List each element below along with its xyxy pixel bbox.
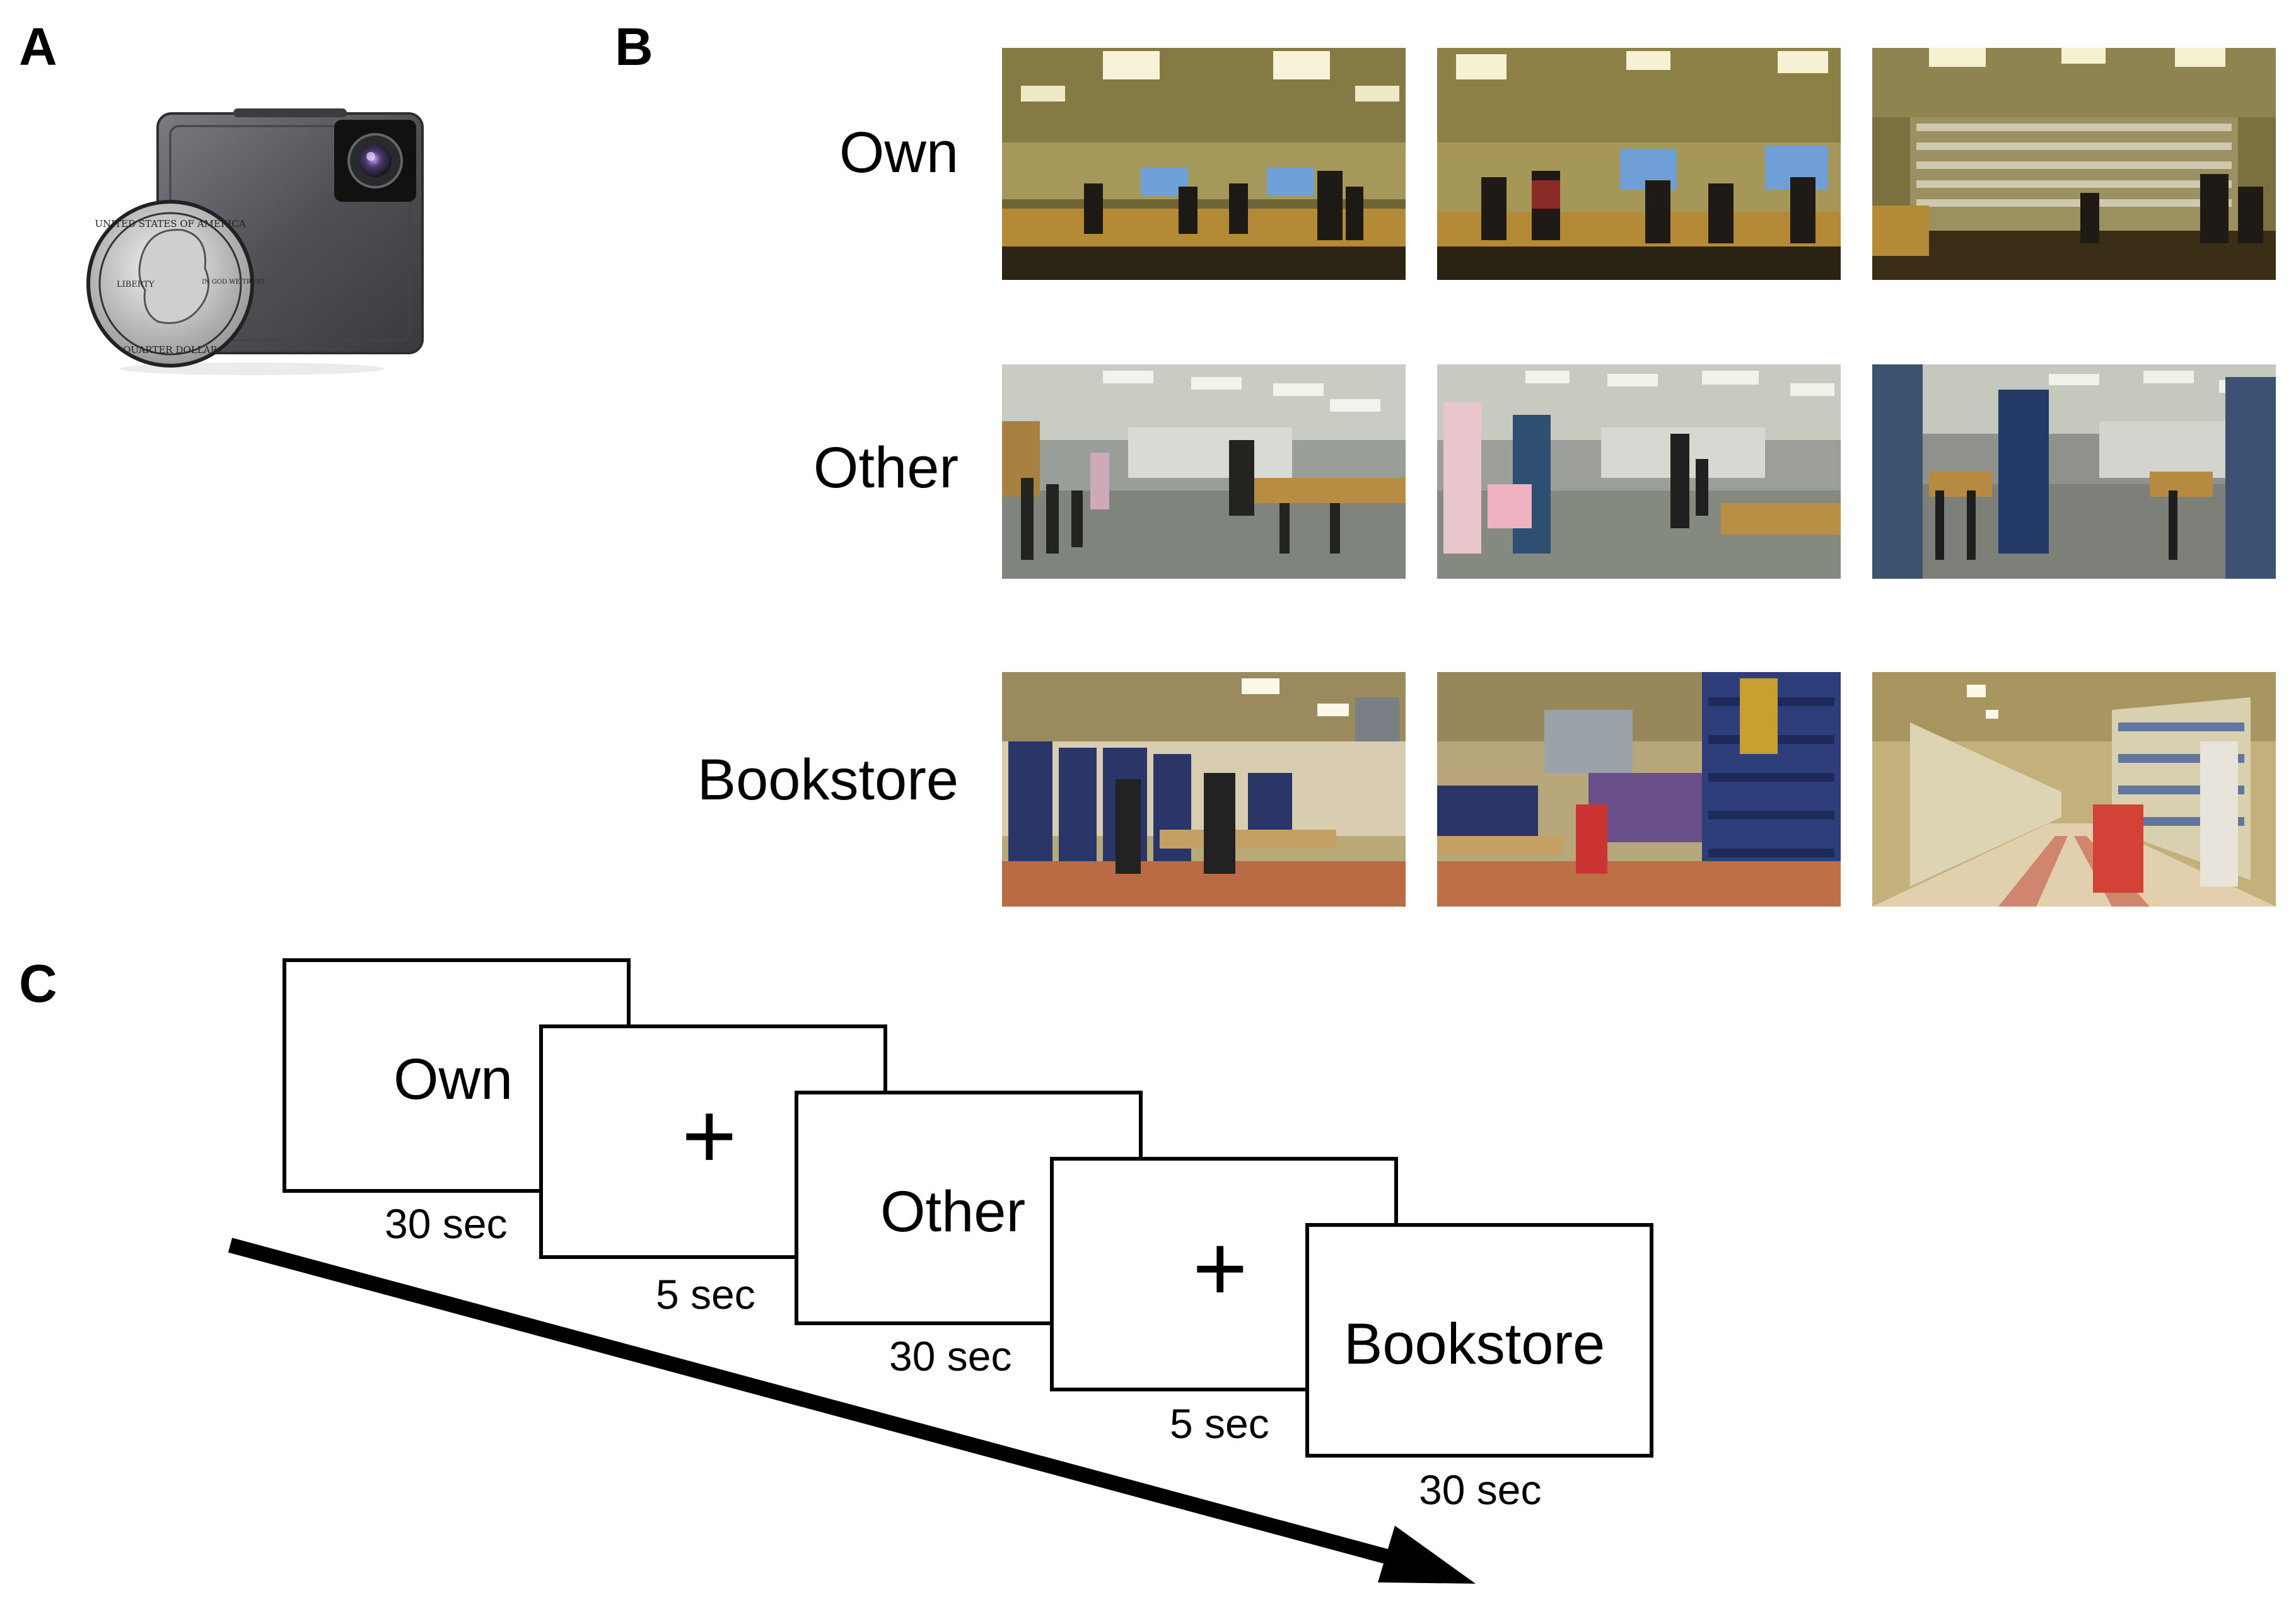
timeline-screen-bookstore: Bookstore	[1305, 1223, 1653, 1458]
photo-other-1	[1002, 364, 1406, 579]
panel-label-c: C	[19, 954, 57, 1013]
screen-label-other: Other	[880, 1180, 1026, 1244]
panel-label-b: B	[615, 17, 653, 76]
duration-label: 30 sec	[1419, 1466, 1542, 1513]
photo-own-1	[1002, 48, 1406, 280]
svg-text:IN GOD WE TRUST: IN GOD WE TRUST	[202, 279, 265, 286]
photo-bookstore-1	[1002, 672, 1406, 907]
panel-label-a: A	[19, 17, 57, 76]
fixation-cross: +	[682, 1082, 737, 1188]
photo-other-2	[1437, 364, 1841, 579]
duration-label: 30 sec	[385, 1200, 508, 1247]
row-label-own: Own	[839, 120, 959, 185]
photo-other-3	[1872, 364, 2276, 579]
photo-own-3	[1872, 48, 2276, 280]
photo-bookstore-3	[1872, 672, 2276, 907]
row-label-other: Other	[813, 436, 959, 500]
wearable-camera-image: UNITED STATES OF AMERICA LIBERTY IN GOD …	[86, 108, 424, 375]
svg-text:UNITED STATES OF AMERICA: UNITED STATES OF AMERICA	[95, 218, 245, 229]
photo-own-2	[1437, 48, 1841, 280]
screen-label-bookstore: Bookstore	[1344, 1312, 1605, 1376]
row-label-bookstore: Bookstore	[697, 748, 959, 812]
duration-label: 5 sec	[656, 1271, 755, 1318]
duration-label: 30 sec	[889, 1333, 1012, 1379]
svg-text:QUARTER DOLLAR: QUARTER DOLLAR	[123, 344, 218, 356]
photo-bookstore-2	[1437, 672, 1841, 907]
svg-text:LIBERTY: LIBERTY	[117, 280, 154, 289]
screen-label-own: Own	[393, 1047, 513, 1111]
fixation-cross: +	[1192, 1215, 1248, 1321]
duration-label: 5 sec	[1170, 1400, 1269, 1447]
